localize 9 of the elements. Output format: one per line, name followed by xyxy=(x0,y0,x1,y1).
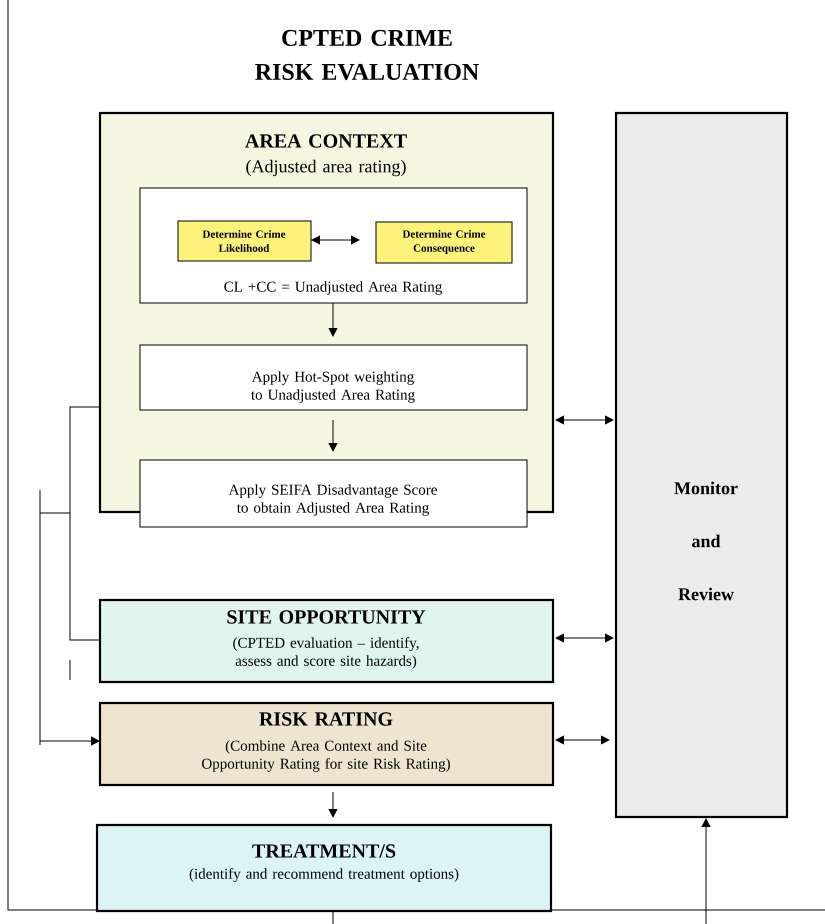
likelihood-box: Determine Crime Likelihood xyxy=(178,220,312,262)
monitor-review-box: Monitor and Review xyxy=(614,112,788,818)
process-box: Apply SEIFA Disadvantage Score to obtain Adjusted Area Rating xyxy=(140,460,528,528)
consequence-box: Determine Crime Consequence xyxy=(376,222,512,264)
title: CPTED CRIME RISK EVALUATION xyxy=(255,30,479,80)
process-box: Apply Hot-Spot weighting to Unadjusted Area Rating xyxy=(140,344,528,410)
site-opportunity-box: SITE OPPORTUNITY (CPTED evaluation – identify, assess and score site hazards) xyxy=(98,598,554,684)
treatment-box: TREATMENT/S (identify and recommend treatment options) xyxy=(96,824,552,912)
risk-rating-box: RISK RATING (Combine Area Context and Site Opportunity Rating for site Risk Rating) xyxy=(98,702,554,786)
